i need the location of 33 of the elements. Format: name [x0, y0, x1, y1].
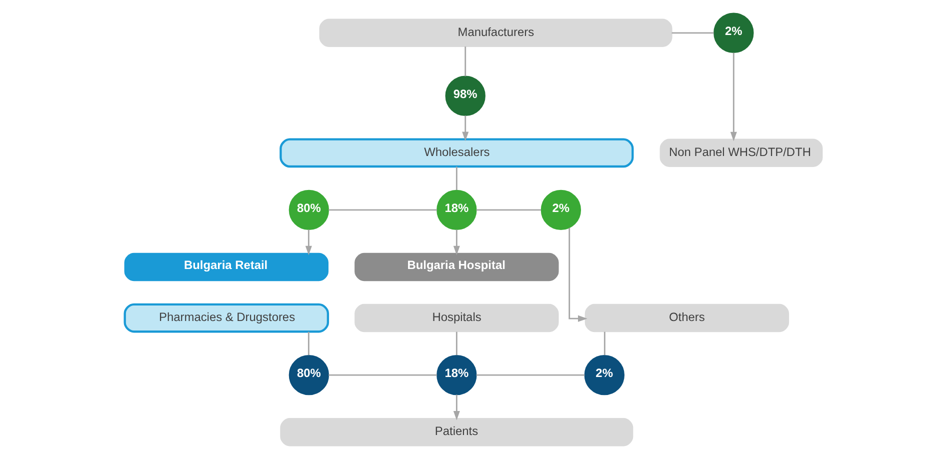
- node-circle: 18%: [436, 189, 477, 230]
- node-circle: 80%: [288, 354, 330, 395]
- node-box: Non Panel WHS/DTP/DTH: [660, 138, 823, 167]
- arrow: [453, 394, 460, 420]
- node-box: Wholesalers: [280, 138, 634, 168]
- node-circle: 98%: [445, 75, 486, 116]
- node-circle: 2%: [584, 354, 624, 395]
- node-circle: 2%: [714, 12, 754, 52]
- connector: [328, 374, 437, 376]
- node-circle: 18%: [436, 354, 477, 395]
- connector: [456, 331, 458, 355]
- arrow: [568, 227, 588, 322]
- arrow: [453, 229, 460, 255]
- connector: [476, 208, 542, 210]
- arrow: [730, 52, 737, 141]
- node-box: Bulgaria Retail: [124, 252, 328, 281]
- connector: [328, 208, 437, 210]
- connector: [476, 374, 585, 376]
- connector: [604, 331, 606, 355]
- connector: [456, 166, 458, 190]
- node-box: Hospitals: [354, 303, 559, 332]
- connector: [308, 331, 310, 355]
- node-circle: 2%: [540, 189, 582, 230]
- connector: [672, 32, 714, 34]
- node-box: Patients: [280, 417, 634, 446]
- connector: [464, 46, 466, 76]
- node-box: Manufacturers: [319, 18, 672, 47]
- node-box: Bulgaria Hospital: [354, 252, 559, 281]
- node-box: Pharmacies & Drugstores: [124, 302, 330, 332]
- arrow: [462, 115, 469, 141]
- node-box: Others: [584, 303, 790, 332]
- node-circle: 80%: [288, 189, 330, 230]
- arrow: [305, 229, 312, 255]
